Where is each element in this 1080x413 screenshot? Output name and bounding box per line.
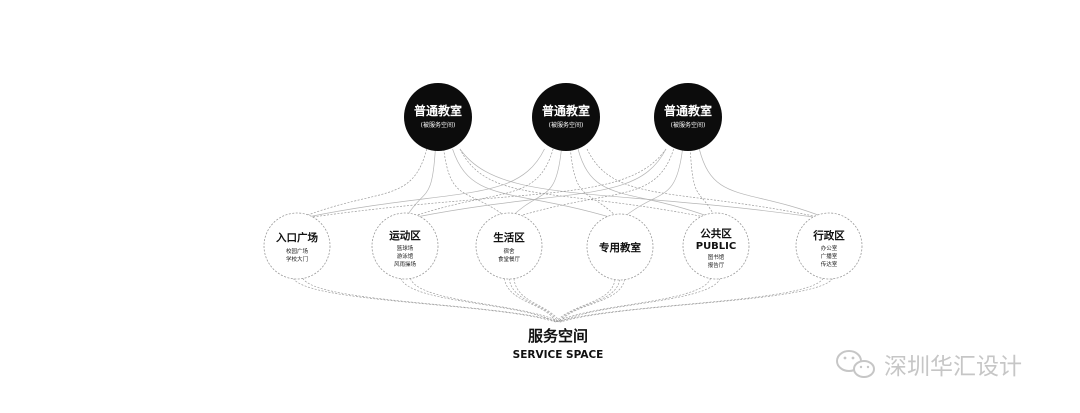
connection-line [516,148,675,218]
wechat-icon [836,350,875,378]
middle-node-public-area: 公共区 PUBLIC 图书馆 报告厅 [682,212,750,280]
middle-node-line: 学校大门 [286,255,308,263]
middle-node-circle [475,212,543,280]
middle-node-line: 广播室 [821,252,838,260]
top-node-subtitle: (被服务空间) [671,121,706,129]
middle-node-circle [586,213,654,281]
connection-line [698,148,824,218]
service-connection-line [301,274,561,323]
middle-node-title: 公共区 [700,227,732,240]
middle-node-line: 宿舍 [503,247,515,255]
middle-node-title: 专用教室 [599,241,641,254]
connection-line [302,148,428,218]
middle-node-admin-area: 行政区 办公室 广播室 传达室 [795,212,863,280]
service-connection-line [503,274,556,323]
middle-node-circle [263,212,331,280]
service-connection-line [560,274,722,323]
top-node-title: 普通教室 [414,103,462,118]
middle-node-line: 校园广场 [286,247,309,255]
middle-node-line: 食堂餐厅 [498,255,521,263]
top-node-2: 普通教室 (被服务空间) [532,83,600,151]
connection-line [569,148,619,219]
connection-line [622,148,683,219]
connection-line [689,148,716,218]
service-connection-line [399,274,556,323]
top-node-subtitle: (被服务空间) [421,121,456,129]
service-connection-line [291,274,556,323]
top-node-circle [532,83,600,151]
top-node-1: 普通教室 (被服务空间) [404,83,472,151]
middle-node-line: 传达室 [821,260,838,268]
top-node-circle [654,83,722,151]
middle-node-title: 生活区 [493,231,525,244]
service-space-title-en: SERVICE SPACE [513,349,604,361]
middle-node-title: 入口广场 [276,231,318,244]
connection-line [307,148,545,218]
service-space-title: 服务空间 [528,327,588,345]
service-space: 服务空间 SERVICE SPACE [513,327,604,361]
service-connection-line [557,275,621,323]
watermark-text: 深圳华汇设计 [884,354,1022,380]
middle-node-title-en: PUBLIC [696,241,737,252]
middle-node-title: 行政区 [812,229,845,242]
top-node-title: 普通教室 [542,103,590,118]
top-node-circle [404,83,472,151]
top-node-title: 普通教室 [664,103,712,118]
middle-node-living-area: 生活区 宿舍 食堂餐厅 [475,212,543,280]
middle-node-circle [795,212,863,280]
top-node-subtitle: (被服务空间) [549,121,584,129]
service-connection-line [560,274,835,323]
top-node-3: 普通教室 (被服务空间) [654,83,722,151]
service-connection-lines [291,274,835,323]
middle-node-circle [371,212,439,280]
connection-line [577,148,711,218]
connection-line [452,148,613,219]
middle-node-line: 游泳馆 [397,252,414,260]
middle-node-line: 图书馆 [708,253,725,261]
middle-node-entrance-plaza: 入口广场 校园广场 学校大门 [263,212,331,280]
service-connection-line [409,274,561,323]
service-connection-line [555,274,712,323]
middle-node-line: 风雨操场 [394,260,417,268]
service-connection-line [508,274,559,323]
service-connection-line [555,275,616,323]
connection-line [459,148,705,218]
middle-node-line: 办公室 [821,244,838,252]
service-connection-line [560,275,626,323]
middle-node-line: 报告厅 [708,261,725,269]
connection-line [586,148,819,218]
middle-node-circle [682,212,750,280]
connection-line [511,148,562,218]
middle-node-special-classroom: 专用教室 [586,213,654,281]
middle-node-line: 篮球场 [397,244,414,252]
connection-line [411,148,554,218]
middle-node-title: 运动区 [389,229,421,242]
connection-line [443,148,507,218]
service-connection-line [555,274,825,323]
middle-node-sports-area: 运动区 篮球场 游泳馆 风雨操场 [371,212,439,280]
connection-line [406,148,436,218]
watermark: 深圳华汇设计 [836,350,1022,380]
service-connection-line [513,274,561,323]
connection-line [416,148,667,218]
connection-line [459,148,814,218]
connection-lines [302,148,824,219]
